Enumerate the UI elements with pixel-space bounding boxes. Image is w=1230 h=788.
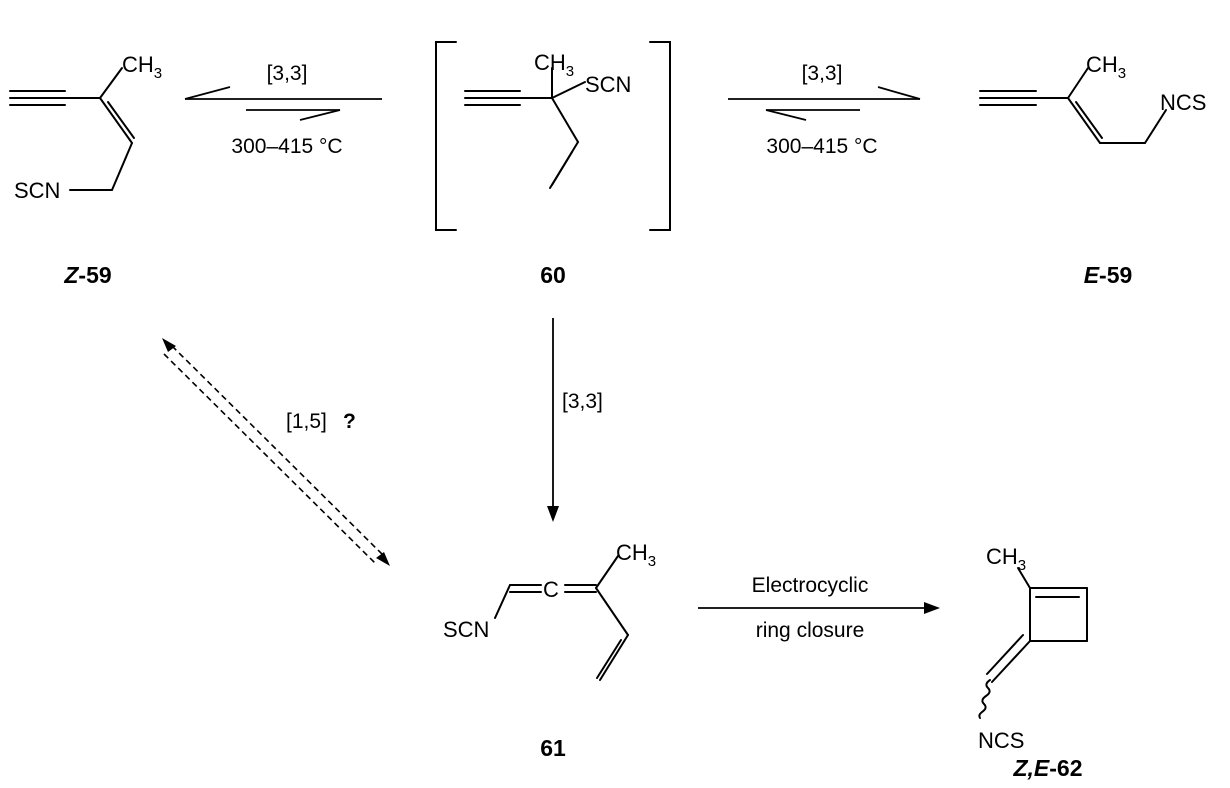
e59-ncs-label: NCS [1160, 90, 1206, 115]
electrocyclic-label-bottom: ring closure [756, 619, 865, 642]
compound-label-61: 61 [540, 735, 566, 761]
c60-methyl-label: CH3 [534, 50, 574, 80]
electrocyclic-label-top: Electrocyclic [752, 574, 869, 597]
right-arrow-bottom-label: 300–415 °C [766, 135, 877, 158]
molecule-60: CH3 SCN [435, 41, 671, 231]
molecule-z-e-62: CH3 NCS [978, 544, 1088, 753]
molecule-e-59: CH3 NCS [979, 52, 1206, 144]
diagonal-question-mark: ? [343, 410, 356, 433]
c60-scn-label: SCN [585, 72, 631, 97]
equilibrium-arrow-right: [3,3] 300–415 °C [728, 62, 921, 158]
compound-label-e-59: E-59 [1084, 262, 1133, 288]
left-arrow-bottom-label: 300–415 °C [231, 135, 342, 158]
z59-methyl-label: CH3 [122, 52, 162, 82]
diagonal-arrow-label: [1,5] [286, 410, 327, 433]
z59-scn-label: SCN [14, 178, 60, 203]
equilibrium-arrow-left: [3,3] 300–415 °C [184, 62, 382, 158]
compound-label-z-59: Z-59 [63, 262, 111, 288]
c62-methyl-label: CH3 [986, 544, 1026, 574]
dashed-diagonal-arrow: [1,5] ? [162, 338, 390, 566]
c61-central-carbon: C [543, 577, 559, 602]
compound-label-z-e-62: Z,E-62 [1012, 755, 1082, 781]
e59-methyl-label: CH3 [1086, 52, 1126, 82]
right-arrow-top-label: [3,3] [802, 62, 843, 85]
vertical-arrow: [3,3] [547, 318, 603, 522]
electrocyclic-arrow: Electrocyclic ring closure [698, 574, 940, 642]
molecule-z-59: CH3 SCN [9, 52, 162, 203]
molecule-61: C CH3 SCN [443, 540, 656, 681]
c61-scn-label: SCN [443, 617, 489, 642]
left-arrow-top-label: [3,3] [267, 62, 308, 85]
c61-methyl-label: CH3 [616, 540, 656, 570]
vertical-arrow-label: [3,3] [562, 390, 603, 413]
c62-ncs-label: NCS [978, 728, 1024, 753]
compound-label-60: 60 [540, 262, 566, 288]
